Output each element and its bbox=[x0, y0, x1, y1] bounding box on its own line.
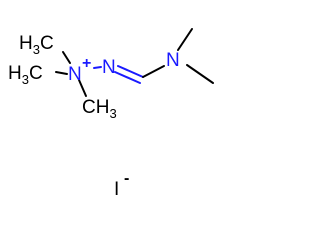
bond-nplus-ch3-topleft bbox=[62, 51, 71, 64]
bond-nplus-ch3-below bbox=[78, 79, 87, 97]
bonds bbox=[55, 28, 214, 97]
bond-c-namine bbox=[142, 65, 165, 78]
atom-ch3-below: CH3 bbox=[82, 97, 117, 121]
iodide-ion: I bbox=[114, 179, 119, 200]
atom-n-amine: N bbox=[166, 50, 180, 71]
atom-ch3-left: H3C bbox=[8, 63, 43, 87]
bond-namine-methyl-up bbox=[177, 28, 193, 51]
charge-minus: - bbox=[124, 170, 129, 187]
atom-n-imine: N bbox=[102, 57, 116, 78]
charge-plus: + bbox=[82, 55, 91, 72]
atom-n-plus: N bbox=[68, 64, 82, 85]
bond-nimine-c-double-b bbox=[114, 71, 141, 84]
atom-ch3-top-left: H3C bbox=[19, 33, 54, 57]
bond-nplus-ch3-left bbox=[55, 71, 68, 75]
bond-namine-methyl-right bbox=[186, 64, 214, 84]
bond-nplus-nimine bbox=[93, 66, 102, 69]
bond-nimine-c-double-a bbox=[117, 65, 144, 78]
structure-diagram: H3C H3C CH3 N + N N I - bbox=[8, 28, 214, 200]
